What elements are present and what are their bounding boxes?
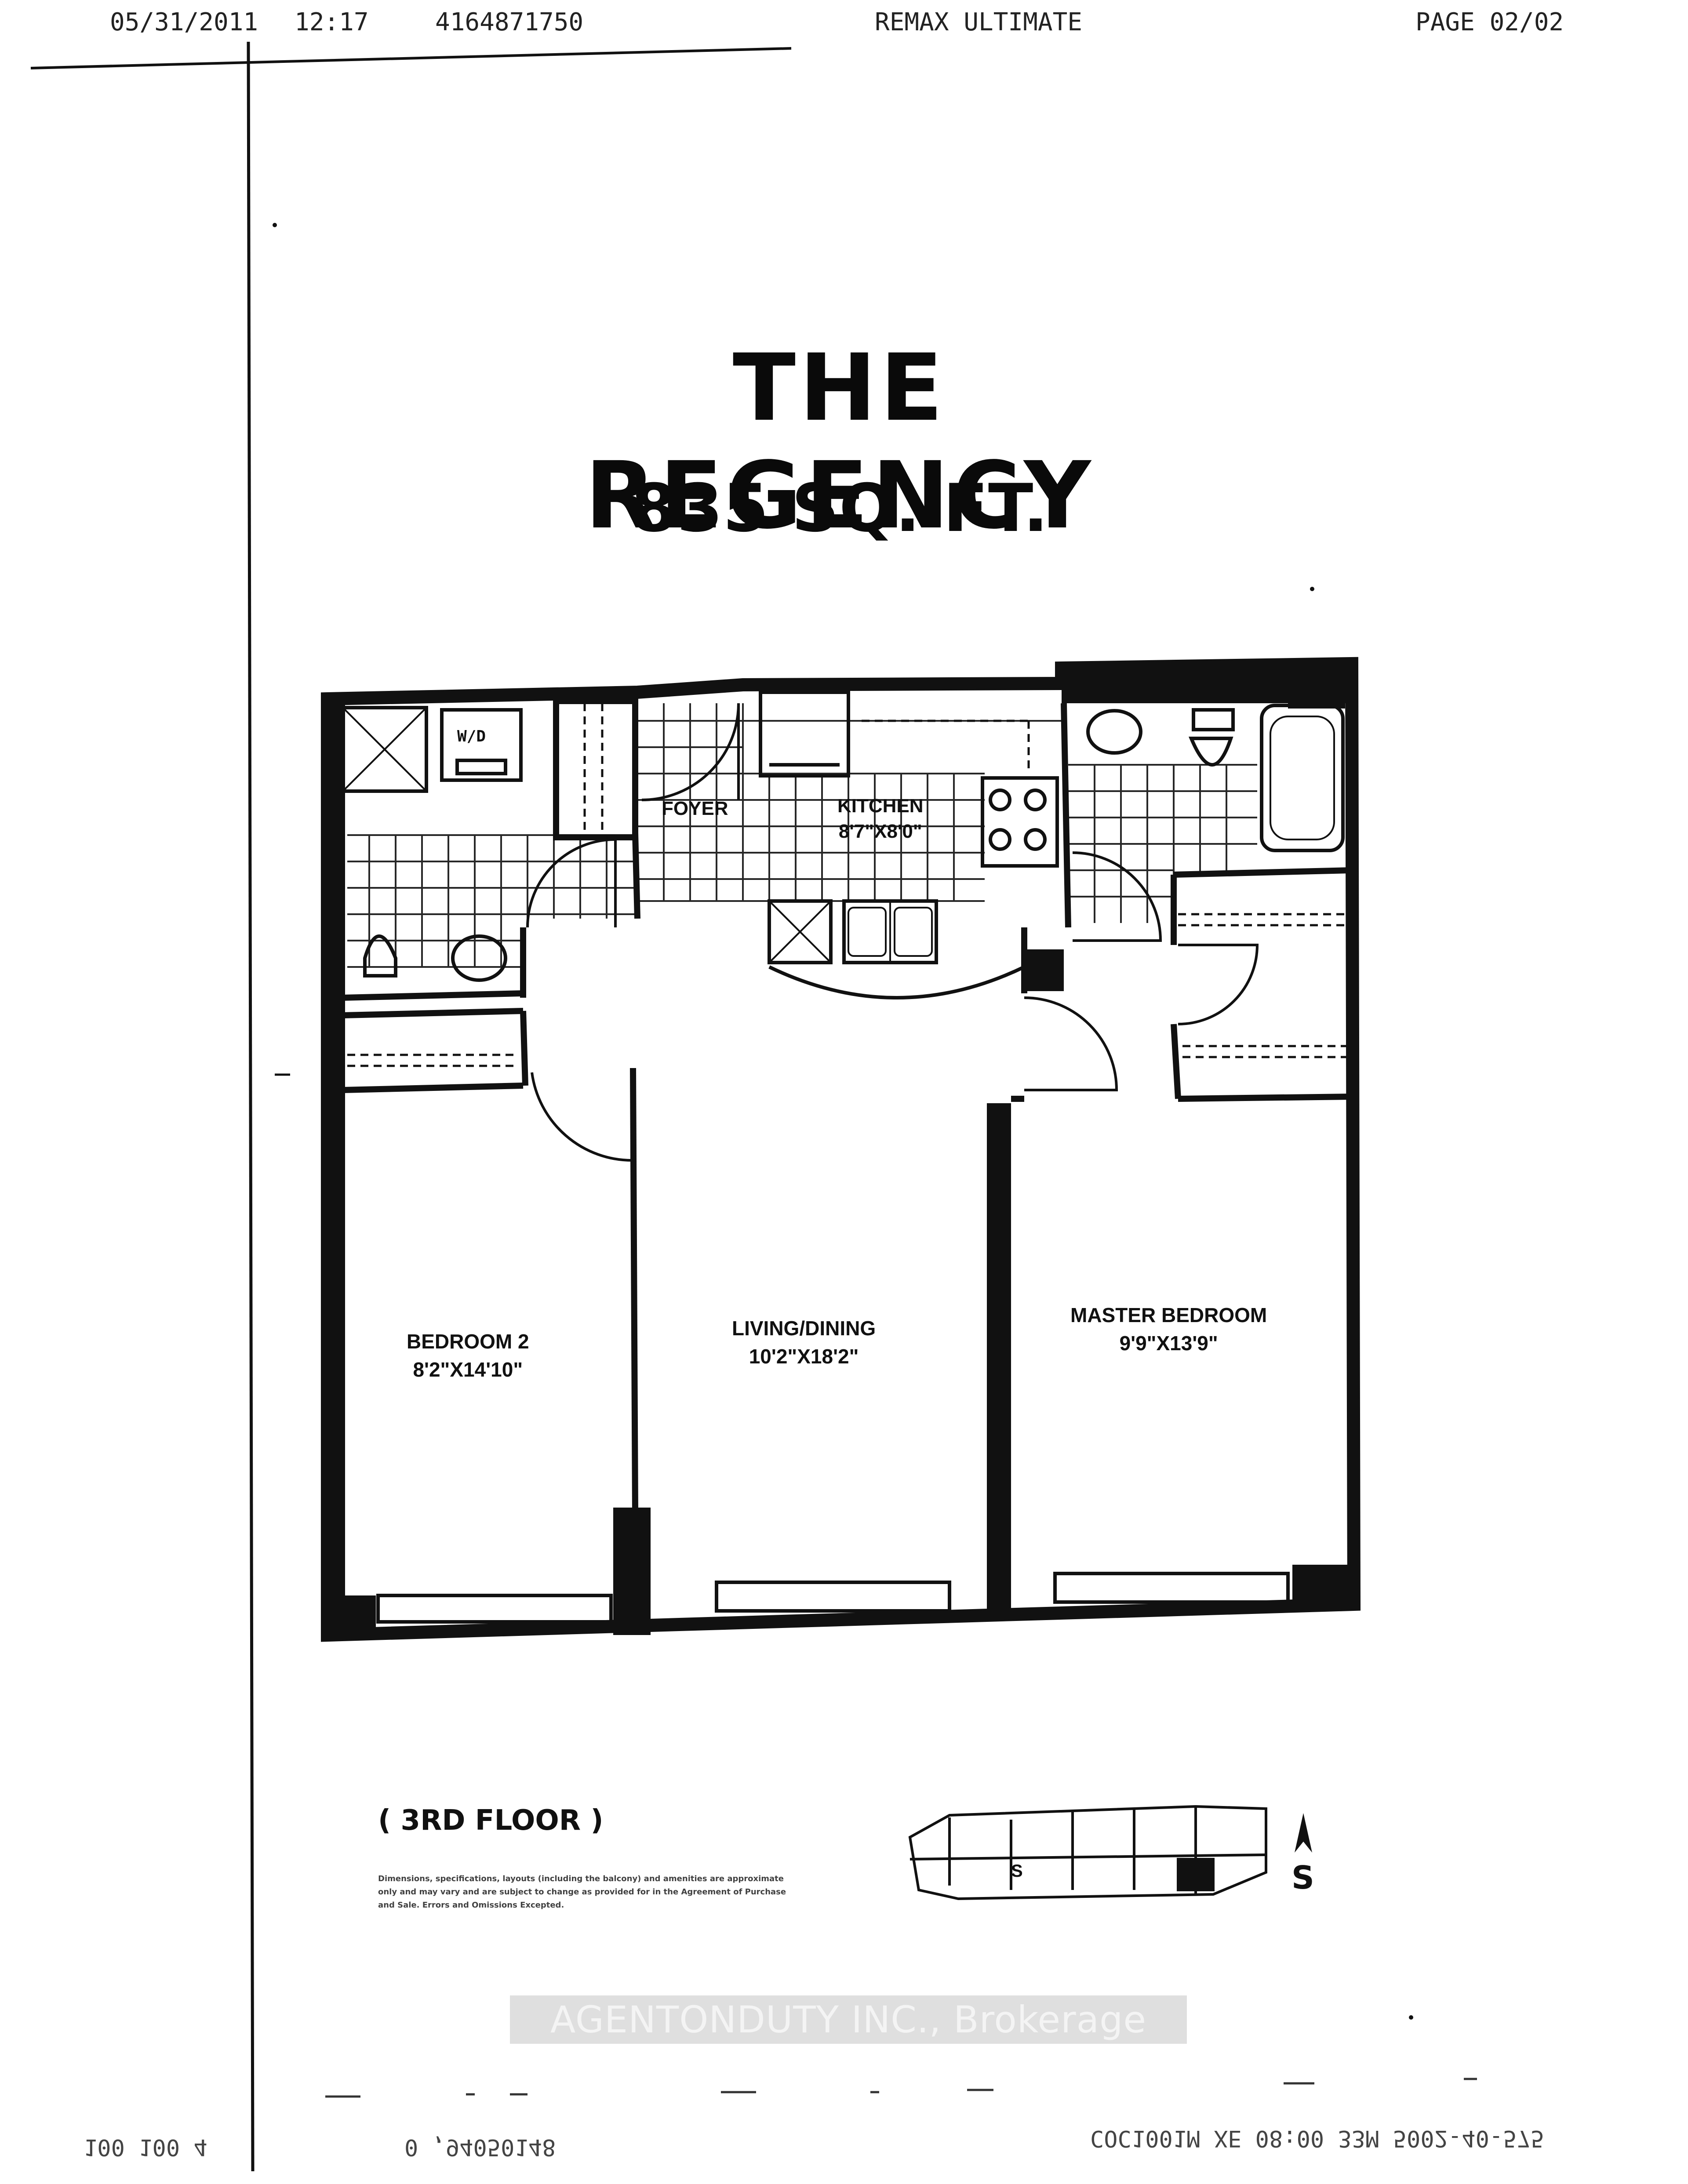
brokerage-watermark: AGENTONDUTY INC., Brokerage xyxy=(510,1995,1187,2044)
scan-left-line xyxy=(247,41,255,2172)
building-title: THE REGENCY xyxy=(585,334,1095,549)
fax-date: 05/31/2011 xyxy=(110,8,258,36)
compass: S xyxy=(1284,1811,1323,1908)
compass-label: S xyxy=(1291,1859,1314,1896)
room-name: KITCHEN xyxy=(837,795,924,817)
room-label-living-dining: LIVING/DINING 10'2"X18'2" xyxy=(732,1314,876,1370)
room-label-kitchen: KITCHEN 8'7"X8'0" xyxy=(837,793,924,844)
fax-phone: 4164871750 xyxy=(435,8,584,36)
unit-area: 835 SQ. FT. xyxy=(631,470,1048,547)
room-label-wd: W/D xyxy=(457,727,486,745)
room-dims: 8'2"X14'10" xyxy=(413,1358,523,1381)
room-name: LIVING/DINING xyxy=(732,1317,876,1340)
north-arrow-icon xyxy=(1295,1813,1312,1853)
room-name: BEDROOM 2 xyxy=(407,1330,529,1353)
disclaimer-text: Dimensions, specifications, layouts (inc… xyxy=(378,1874,786,1910)
floor-label: ( 3RD FLOOR ) xyxy=(378,1804,604,1837)
room-label-master-bedroom: MASTER BEDROOM 9'9"X13'9" xyxy=(1070,1301,1267,1357)
room-label-bedroom-2: BEDROOM 2 8'2"X14'10" xyxy=(407,1327,529,1384)
fax-footer: 100 100 4 0 ,94050148 COC1001M XE 08:00 … xyxy=(0,2125,1688,2165)
room-dims: 9'9"X13'9" xyxy=(1119,1332,1218,1355)
fax-page: PAGE 02/02 xyxy=(1415,8,1564,36)
room-dims: 10'2"X18'2" xyxy=(749,1345,859,1368)
footer-right: COC1001M XE 08:00 33M 5002-40-575 xyxy=(1090,2125,1545,2151)
fax-time: 12:17 xyxy=(295,8,369,36)
room-name: MASTER BEDROOM xyxy=(1070,1304,1267,1326)
footer-left: 100 100 4 xyxy=(84,2134,207,2160)
room-dims: 8'7"X8'0" xyxy=(838,821,922,842)
key-plan xyxy=(908,1805,1267,1901)
fax-sender: REMAX ULTIMATE xyxy=(875,8,1083,36)
scan-top-line xyxy=(30,47,792,69)
fax-header: 05/31/2011 12:17 4164871750 REMAX ULTIMA… xyxy=(0,4,1688,40)
floor-plan xyxy=(321,657,1361,1642)
footer-middle: 0 ,94050148 xyxy=(404,2134,556,2160)
room-label-foyer: FOYER xyxy=(662,798,728,819)
scan-noise-bottom xyxy=(325,2078,1477,2098)
key-plan-label: S xyxy=(1011,1861,1023,1881)
